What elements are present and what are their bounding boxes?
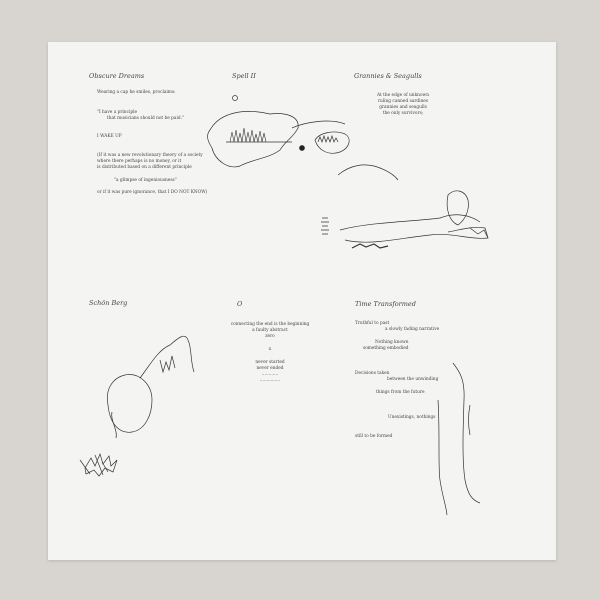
text-line: ruling canned sardines (377, 99, 429, 104)
text-line: the only survivors; (382, 111, 424, 116)
text-line: connecting the end is the beginning (230, 322, 310, 327)
text-line: Decisions taken (355, 371, 390, 376)
text-line: something embodied (363, 346, 409, 351)
printed-sheet (48, 42, 556, 560)
text-line: x (268, 347, 272, 352)
text-line: never started (255, 360, 285, 365)
title-spell-ii: Spell II (232, 72, 256, 80)
title-schon-berg: Schön Berg (89, 299, 128, 307)
text-line: that musicians should not be paid." (107, 116, 184, 121)
text-line: still to be formed (355, 434, 393, 439)
text-line: (If it was a new revolutionary theory of… (97, 153, 203, 158)
title-o: O (237, 300, 243, 308)
title-time-transformed: Time Transformed (355, 300, 416, 308)
text-line: Wearing a cap he smiles, proclaims: (97, 90, 176, 95)
figure-outline-drawing (437, 362, 481, 516)
text-line: I WAKE UP (97, 134, 122, 139)
text-line: "a glimpse of ingeniousness" (114, 178, 177, 183)
title-grannies-seagulls: Grannies & Seagulls (354, 72, 422, 80)
text-line: Nothing known (375, 340, 409, 345)
schon-berg-drawing (79, 335, 195, 477)
text-line: a faulty abstract (252, 328, 288, 333)
text-line: never ended (256, 366, 284, 371)
text-line: is distributed based on a different prin… (97, 165, 192, 170)
text-line: ............ (261, 372, 279, 377)
text-line: "I have a principle (97, 110, 138, 115)
text-line: Truthful to past (355, 321, 390, 326)
title-obscure-dreams: Obscure Dreams (89, 72, 145, 80)
text-line: At the edge of unknown (377, 93, 429, 98)
island-drawing (207, 95, 399, 181)
text-line: things from the future (376, 390, 425, 395)
text-line: Unexistings, nothings (388, 415, 436, 420)
text-line: or if it was pure ignorance, that I DO N… (97, 190, 208, 195)
text-line: a slowly fading narrative (385, 327, 440, 332)
text-line: grannies and seagulls (379, 105, 427, 110)
text-line: zero (265, 334, 275, 339)
text-line: where there perhaps is no money, or it (97, 159, 182, 164)
text-line: between the unwinding (387, 377, 439, 382)
grannies-drawing (321, 190, 489, 249)
text-line: ............... (259, 378, 281, 383)
